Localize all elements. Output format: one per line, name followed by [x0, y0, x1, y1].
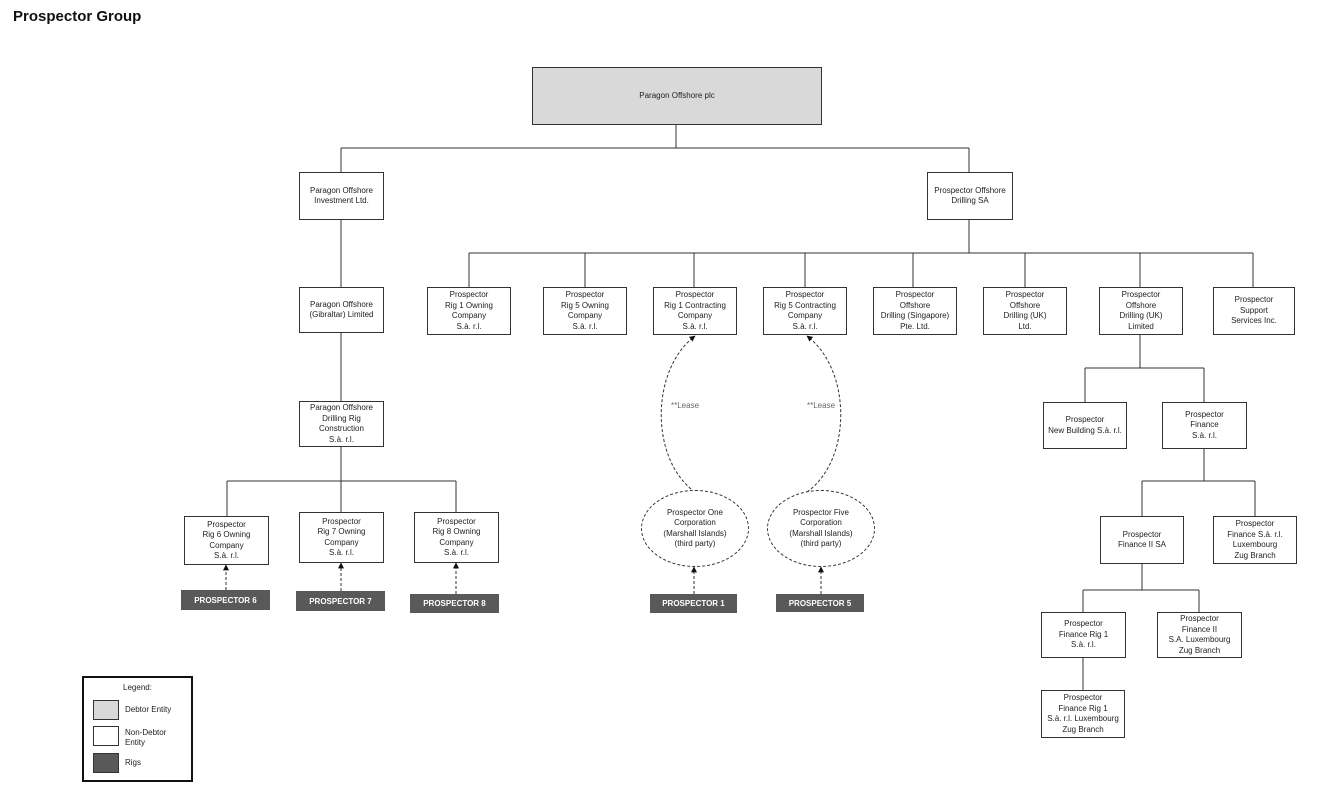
legend-title: Legend:	[123, 683, 152, 692]
entity-rig1-owning-company: Prospector Rig 1 Owning Company S.à. r.l…	[427, 287, 511, 335]
lease-label: **Lease	[807, 401, 836, 410]
legend-label-debtor: Debtor Entity	[125, 705, 172, 714]
entity-drilling-uk-limited: Prospector Offshore Drilling (UK) Limite…	[1099, 287, 1183, 335]
entity-label: Paragon Offshore plc	[639, 90, 715, 100]
entity-support-services: Prospector Support Services Inc.	[1213, 287, 1295, 335]
legend-swatch-debtor	[93, 700, 119, 720]
entity-finance-rig1: Prospector Finance Rig 1 S.à. r.l.	[1041, 612, 1126, 658]
legend-label-non-debtor: Non-Debtor Entity	[125, 728, 167, 747]
entity-prospector-offshore-drilling-sa: Prospector Offshore Drilling SA	[927, 172, 1013, 220]
entity-paragon-offshore-gibraltar: Paragon Offshore (Gibraltar) Limited	[299, 287, 384, 333]
legend: Legend: Debtor Entity Non-Debtor Entity …	[82, 676, 193, 782]
entity-new-building: Prospector New Building S.à. r.l.	[1043, 402, 1127, 449]
entity-finance-ii-lux-zug: Prospector Finance II S.A. Luxembourg Zu…	[1157, 612, 1242, 658]
entity-rig8-owning-company: Prospector Rig 8 Owning Company S.à. r.l…	[414, 512, 499, 563]
entity-rig7-owning-company: Prospector Rig 7 Owning Company S.à. r.l…	[299, 512, 384, 563]
rig-prospector-5: PROSPECTOR 5	[776, 594, 864, 612]
rig-prospector-7: PROSPECTOR 7	[296, 591, 385, 611]
rig-prospector-6: PROSPECTOR 6	[181, 590, 270, 610]
legend-swatch-rigs	[93, 753, 119, 773]
entity-rig5-contracting-company: Prospector Rig 5 Contracting Company S.à…	[763, 287, 847, 335]
rig-prospector-8: PROSPECTOR 8	[410, 594, 499, 613]
entity-finance-ii-sa: Prospector Finance II SA	[1100, 516, 1184, 564]
legend-swatch-non-debtor	[93, 726, 119, 746]
entity-rig5-owning-company: Prospector Rig 5 Owning Company S.à. r.l…	[543, 287, 627, 335]
entity-rig1-contracting-company: Prospector Rig 1 Contracting Company S.à…	[653, 287, 737, 335]
entity-paragon-offshore-plc: Paragon Offshore plc	[532, 67, 822, 125]
rig-prospector-1: PROSPECTOR 1	[650, 594, 737, 613]
legend-label-rigs: Rigs	[125, 758, 142, 767]
page-title: Prospector Group	[13, 8, 142, 25]
entity-paragon-drilling-rig-construction: Paragon Offshore Drilling Rig Constructi…	[299, 401, 384, 447]
entity-paragon-offshore-investment: Paragon Offshore Investment Ltd.	[299, 172, 384, 220]
entity-prospector-finance: Prospector Finance S.à. r.l.	[1162, 402, 1247, 449]
entity-drilling-singapore: Prospector Offshore Drilling (Singapore)…	[873, 287, 957, 335]
entity-drilling-uk-ltd: Prospector Offshore Drilling (UK) Ltd.	[983, 287, 1067, 335]
entity-finance-rig1-lux-zug: Prospector Finance Rig 1 S.à. r.l. Luxem…	[1041, 690, 1125, 738]
entity-prospector-one-corporation: Prospector One Corporation (Marshall Isl…	[641, 490, 749, 567]
lease-label: **Lease	[671, 401, 700, 410]
entity-finance-lux-zug: Prospector Finance S.à. r.l. Luxembourg …	[1213, 516, 1297, 564]
entity-prospector-five-corporation: Prospector Five Corporation (Marshall Is…	[767, 490, 875, 567]
entity-rig6-owning-company: Prospector Rig 6 Owning Company S.à. r.l…	[184, 516, 269, 565]
